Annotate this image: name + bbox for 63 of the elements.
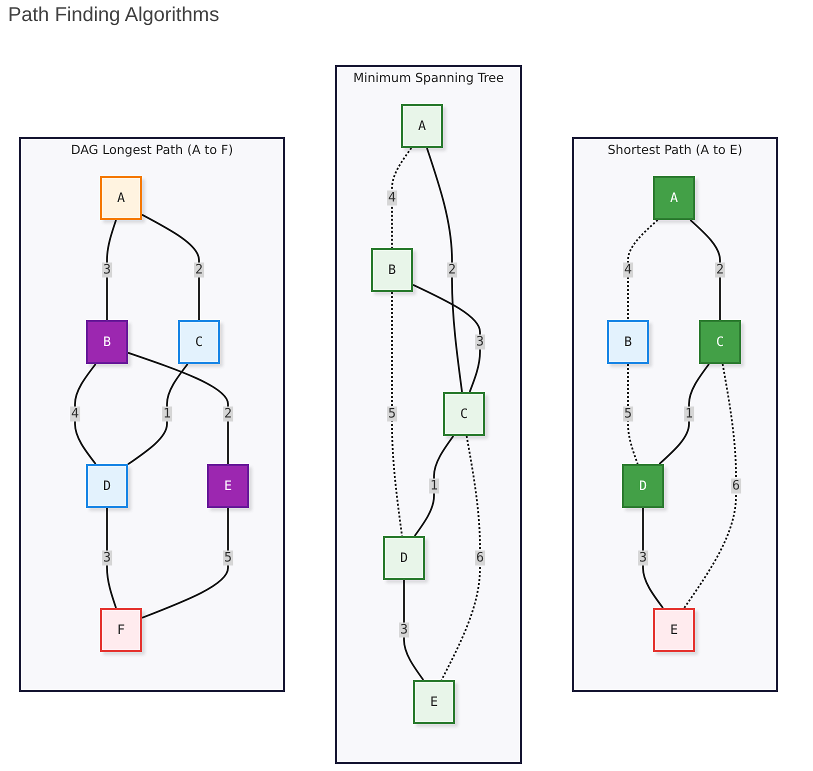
edge-label: 3 (638, 550, 648, 566)
graph-edge (403, 580, 424, 681)
edge-label: 1 (684, 406, 694, 422)
graph-edge (414, 435, 454, 537)
edge-label: 2 (194, 262, 204, 278)
edge-label: 3 (102, 550, 112, 566)
cluster-panel (572, 137, 778, 692)
edge-label: 2 (715, 262, 725, 278)
graph-edge (391, 147, 412, 248)
graph-node: E (413, 680, 455, 724)
graph-node: F (100, 608, 142, 652)
edge-label: 5 (387, 406, 397, 422)
graph-edge (106, 508, 117, 608)
edge-label: 5 (623, 406, 633, 422)
edge-label: 3 (399, 622, 409, 638)
graph-edge (440, 436, 481, 680)
graph-edge (658, 363, 710, 465)
graph-node: B (371, 248, 413, 292)
edge-label: 3 (102, 262, 112, 278)
graph-edge (683, 364, 737, 609)
edge-label: 6 (475, 550, 485, 566)
graph-node: E (653, 608, 695, 652)
graph-edge (690, 219, 721, 320)
graph-node: A (653, 176, 695, 220)
graph-node: C (443, 392, 485, 436)
edge-label: 6 (731, 478, 741, 494)
cluster-title: DAG Longest Path (A to F) (70, 142, 234, 157)
graph-node: B (86, 320, 128, 364)
graph-edge (627, 219, 658, 320)
graph-edge (627, 364, 639, 464)
edge-label: 5 (223, 550, 233, 566)
graph-edge (128, 352, 229, 464)
graph-node: A (100, 176, 142, 220)
graph-node: C (699, 320, 741, 364)
cluster-panel (19, 137, 285, 692)
cluster-title: Shortest Path (A to E) (606, 142, 744, 157)
graph-edge (127, 363, 188, 466)
graph-node: B (607, 320, 649, 364)
graph-edge (142, 508, 229, 619)
edge-label: 3 (475, 334, 485, 350)
edge-label: 4 (387, 190, 397, 206)
graph-edge (412, 284, 481, 392)
graph-edge (391, 292, 403, 536)
graph-edge (106, 220, 117, 320)
graph-edge (142, 214, 200, 320)
edge-label: 1 (162, 406, 172, 422)
diagram-title: Path Finding Algorithms (8, 4, 220, 27)
cluster-panel (335, 65, 522, 764)
edge-label: 2 (223, 406, 233, 422)
edge-label: 4 (623, 262, 633, 278)
graph-edge (74, 363, 96, 465)
graph-node: E (207, 464, 249, 508)
graph-node: D (383, 536, 425, 580)
edge-label: 2 (447, 262, 457, 278)
cluster-title: Minimum Spanning Tree (352, 70, 505, 85)
graph-node: D (86, 464, 128, 508)
graph-node: A (401, 104, 443, 148)
edge-label: 4 (70, 406, 80, 422)
graph-edge (426, 148, 463, 392)
graph-node: D (622, 464, 664, 508)
graph-edge (642, 508, 664, 609)
edge-label: 1 (429, 478, 439, 494)
graph-node: C (178, 320, 220, 364)
